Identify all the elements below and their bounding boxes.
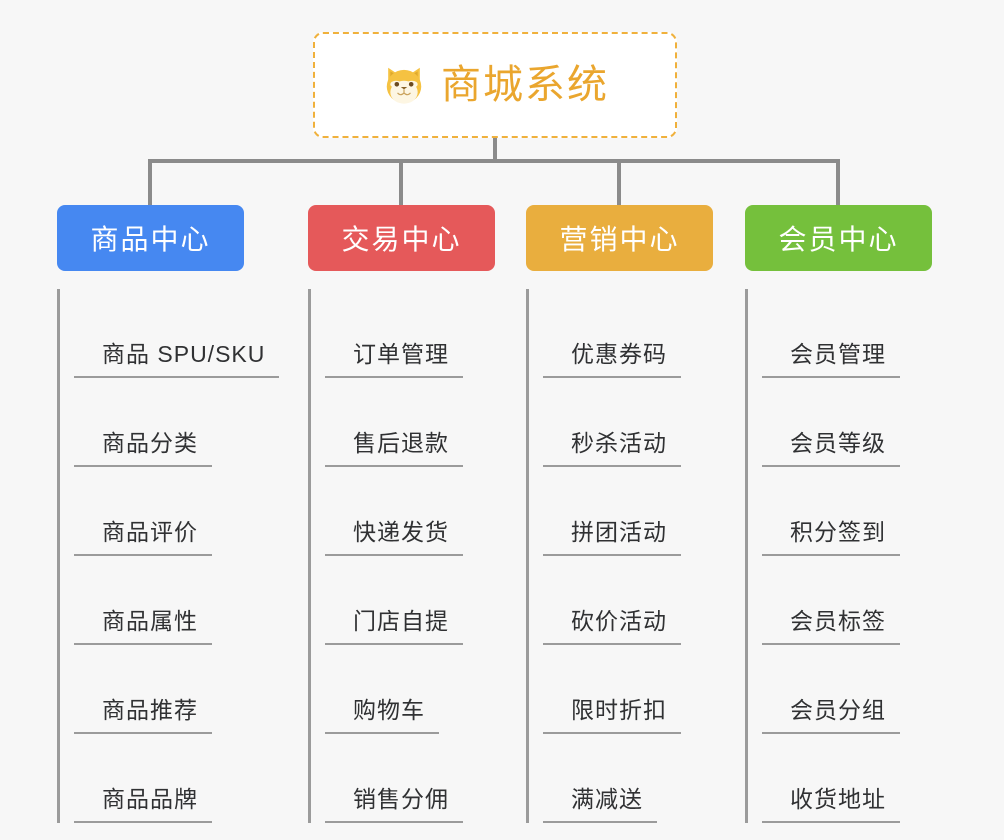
leaf-label: 秒杀活动 bbox=[543, 430, 681, 467]
leaf-list-2: 订单管理 售后退款 快递发货 门店自提 购物车 销售分佣 bbox=[308, 289, 520, 823]
leaf-label: 会员等级 bbox=[762, 430, 900, 467]
leaf-item[interactable]: 积分签到 bbox=[762, 467, 957, 556]
leaf-item[interactable]: 会员标签 bbox=[762, 556, 957, 645]
leaf-label: 商品品牌 bbox=[74, 786, 212, 823]
connector-drop-1 bbox=[148, 159, 152, 207]
leaf-item[interactable]: 订单管理 bbox=[325, 289, 520, 378]
leaf-label: 会员标签 bbox=[762, 608, 900, 645]
branch-header-4[interactable]: 会员中心 bbox=[745, 205, 932, 271]
leaf-item[interactable]: 售后退款 bbox=[325, 378, 520, 467]
leaf-label: 购物车 bbox=[325, 697, 439, 734]
leaf-label: 会员管理 bbox=[762, 341, 900, 378]
leaf-label: 快递发货 bbox=[325, 519, 463, 556]
leaf-item[interactable]: 砍价活动 bbox=[543, 556, 738, 645]
leaf-list-4: 会员管理 会员等级 积分签到 会员标签 会员分组 收货地址 bbox=[745, 289, 957, 823]
connector-drop-4 bbox=[836, 159, 840, 207]
branch-column-1: 商品中心 商品 SPU/SKU 商品分类 商品评价 商品属性 商品推荐 商品品牌 bbox=[57, 205, 287, 823]
leaf-item[interactable]: 商品 SPU/SKU bbox=[74, 289, 287, 378]
branch-label-1: 商品中心 bbox=[90, 224, 211, 255]
leaf-item[interactable]: 门店自提 bbox=[325, 556, 520, 645]
branch-label-4: 会员中心 bbox=[778, 224, 899, 255]
leaf-item[interactable]: 会员等级 bbox=[762, 378, 957, 467]
leaf-item[interactable]: 商品分类 bbox=[74, 378, 287, 467]
leaf-label: 积分签到 bbox=[762, 519, 900, 556]
leaf-label: 门店自提 bbox=[325, 608, 463, 645]
leaf-label: 商品 SPU/SKU bbox=[74, 341, 280, 378]
leaf-label: 商品分类 bbox=[74, 430, 212, 467]
branch-column-2: 交易中心 订单管理 售后退款 快递发货 门店自提 购物车 销售分佣 bbox=[308, 205, 520, 823]
leaf-list-3: 优惠券码 秒杀活动 拼团活动 砍价活动 限时折扣 满减送 bbox=[526, 289, 738, 823]
leaf-item[interactable]: 商品推荐 bbox=[74, 645, 287, 734]
branch-label-2: 交易中心 bbox=[341, 224, 462, 255]
root-node[interactable]: 商城系统 bbox=[313, 32, 677, 138]
leaf-label: 商品推荐 bbox=[74, 697, 212, 734]
leaf-label: 订单管理 bbox=[325, 341, 463, 378]
leaf-item[interactable]: 商品属性 bbox=[74, 556, 287, 645]
leaf-label: 售后退款 bbox=[325, 430, 463, 467]
leaf-item[interactable]: 拼团活动 bbox=[543, 467, 738, 556]
leaf-item[interactable]: 满减送 bbox=[543, 734, 738, 823]
leaf-label: 限时折扣 bbox=[543, 697, 681, 734]
leaf-list-1: 商品 SPU/SKU 商品分类 商品评价 商品属性 商品推荐 商品品牌 bbox=[57, 289, 287, 823]
leaf-item[interactable]: 限时折扣 bbox=[543, 645, 738, 734]
leaf-label: 商品评价 bbox=[74, 519, 212, 556]
leaf-label: 砍价活动 bbox=[543, 608, 681, 645]
branch-label-3: 营销中心 bbox=[559, 224, 680, 255]
branch-header-2[interactable]: 交易中心 bbox=[308, 205, 495, 271]
connector-drop-3 bbox=[617, 159, 621, 207]
leaf-item[interactable]: 会员管理 bbox=[762, 289, 957, 378]
connector-drop-2 bbox=[399, 159, 403, 207]
branch-header-1[interactable]: 商品中心 bbox=[57, 205, 244, 271]
leaf-label: 拼团活动 bbox=[543, 519, 681, 556]
leaf-item[interactable]: 会员分组 bbox=[762, 645, 957, 734]
leaf-label: 会员分组 bbox=[762, 697, 900, 734]
branch-header-3[interactable]: 营销中心 bbox=[526, 205, 713, 271]
shiba-dog-icon bbox=[386, 67, 422, 105]
leaf-label: 销售分佣 bbox=[325, 786, 463, 823]
leaf-item[interactable]: 快递发货 bbox=[325, 467, 520, 556]
leaf-label: 满减送 bbox=[543, 786, 657, 823]
leaf-item[interactable]: 秒杀活动 bbox=[543, 378, 738, 467]
leaf-item[interactable]: 销售分佣 bbox=[325, 734, 520, 823]
branch-column-3: 营销中心 优惠券码 秒杀活动 拼团活动 砍价活动 限时折扣 满减送 bbox=[526, 205, 738, 823]
leaf-label: 收货地址 bbox=[762, 786, 900, 823]
leaf-item[interactable]: 商品品牌 bbox=[74, 734, 287, 823]
leaf-item[interactable]: 优惠券码 bbox=[543, 289, 738, 378]
leaf-item[interactable]: 收货地址 bbox=[762, 734, 957, 823]
branch-column-4: 会员中心 会员管理 会员等级 积分签到 会员标签 会员分组 收货地址 bbox=[745, 205, 957, 823]
connector-root-stem bbox=[493, 138, 497, 162]
connector-horizontal-bus bbox=[150, 159, 838, 163]
leaf-item[interactable]: 购物车 bbox=[325, 645, 520, 734]
leaf-item[interactable]: 商品评价 bbox=[74, 467, 287, 556]
root-title: 商城系统 bbox=[441, 63, 609, 107]
leaf-label: 优惠券码 bbox=[543, 341, 681, 378]
leaf-label: 商品属性 bbox=[74, 608, 212, 645]
